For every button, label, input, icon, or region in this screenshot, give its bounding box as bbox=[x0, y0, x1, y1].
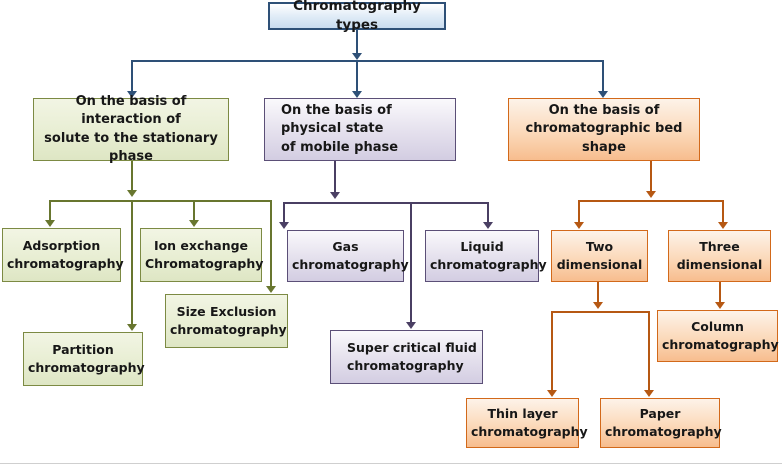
node-label: Chromatography types bbox=[293, 0, 421, 33]
edge-orange-bar bbox=[578, 200, 724, 202]
edge-orange-drop-two-dimensional bbox=[578, 200, 580, 226]
arrow-to-interaction bbox=[127, 91, 137, 98]
edge-root-bar bbox=[131, 60, 602, 62]
arrow-to-gas bbox=[279, 222, 289, 229]
node-label: Gas chromatography bbox=[292, 239, 409, 272]
arrow-to-column bbox=[715, 302, 725, 309]
node-label: Liquid chromatography bbox=[430, 239, 547, 272]
node-label: Partition chromatography bbox=[28, 342, 145, 375]
edge-root-stem bbox=[356, 30, 358, 56]
arrow-orange-stem bbox=[646, 191, 656, 198]
arrow-to-mobile-phase bbox=[352, 91, 362, 98]
edge-root-drop-middle bbox=[356, 60, 358, 95]
arrow-to-super-critical-fluid bbox=[406, 322, 416, 329]
edge-green-stem bbox=[131, 161, 133, 194]
edge-root-drop-left bbox=[131, 60, 133, 95]
node-column-chromatography[interactable]: Column chromatography bbox=[657, 310, 779, 362]
node-chromatography-types[interactable]: Chromatography types bbox=[268, 0, 446, 33]
arrow-to-size-exclusion bbox=[266, 286, 276, 293]
node-label: Column chromatography bbox=[662, 319, 779, 352]
edge-purple-bar bbox=[283, 202, 488, 204]
node-label: Size Exclusion chromatography bbox=[170, 304, 287, 337]
arrow-to-thin-layer bbox=[547, 390, 557, 397]
node-label: Super critical fluid chromatography bbox=[347, 340, 477, 373]
edge-drop-thin-layer bbox=[551, 311, 553, 394]
node-thin-layer-chromatography[interactable]: Thin layer chromatography bbox=[466, 398, 588, 448]
node-size-exclusion-chromatography[interactable]: Size Exclusion chromatography bbox=[165, 294, 288, 348]
node-label: Three dimensional bbox=[676, 239, 763, 272]
edge-green-drop-partition bbox=[131, 200, 133, 328]
node-adsorption-chromatography[interactable]: Adsorption chromatography bbox=[2, 228, 124, 282]
edge-orange-stem bbox=[650, 161, 652, 195]
node-label: On the basis of interaction of solute to… bbox=[44, 93, 218, 164]
edge-two-dimensional-bar bbox=[551, 311, 649, 313]
edge-two-dimensional-stem bbox=[597, 282, 599, 306]
edge-root-drop-right bbox=[602, 60, 604, 95]
node-two-dimensional[interactable]: Two dimensional bbox=[551, 230, 648, 282]
arrow-to-two-dimensional bbox=[574, 222, 584, 229]
arrow-green-stem bbox=[127, 190, 137, 197]
edge-purple-drop-liquid bbox=[487, 202, 489, 226]
node-label: Paper chromatography bbox=[605, 406, 722, 439]
edge-green-drop-ion-exchange bbox=[193, 200, 195, 224]
node-label: Ion exchange Chromatography bbox=[145, 238, 264, 271]
edge-green-bar bbox=[49, 200, 271, 202]
arrow-to-paper bbox=[644, 390, 654, 397]
edge-purple-drop-scf bbox=[410, 202, 412, 326]
node-basis-of-interaction[interactable]: On the basis of interaction of solute to… bbox=[33, 94, 229, 164]
arrow-to-liquid bbox=[483, 222, 493, 229]
node-label: Adsorption chromatography bbox=[7, 238, 124, 271]
edge-three-dimensional-to-column bbox=[719, 282, 721, 306]
arrow-two-dimensional-stem bbox=[593, 302, 603, 309]
arrow-to-partition bbox=[127, 324, 137, 331]
node-basis-of-bed-shape[interactable]: On the basis of chromatographic bed shap… bbox=[508, 98, 700, 161]
node-super-critical-fluid-chromatography[interactable]: Super critical fluid chromatography bbox=[330, 330, 483, 384]
node-partition-chromatography[interactable]: Partition chromatography bbox=[23, 332, 145, 386]
edge-drop-paper bbox=[648, 311, 650, 394]
node-paper-chromatography[interactable]: Paper chromatography bbox=[600, 398, 722, 448]
arrow-to-three-dimensional bbox=[718, 222, 728, 229]
node-label: On the basis of chromatographic bed shap… bbox=[525, 102, 683, 155]
edge-purple-drop-gas bbox=[283, 202, 285, 226]
node-three-dimensional[interactable]: Three dimensional bbox=[668, 230, 771, 282]
node-label: On the basis of physical state of mobile… bbox=[281, 102, 399, 155]
arrow-purple-stem bbox=[330, 192, 340, 199]
edge-green-drop-size-exclusion bbox=[270, 200, 272, 290]
node-ion-exchange-chromatography[interactable]: Ion exchange Chromatography bbox=[140, 228, 264, 282]
arrow-to-bed-shape bbox=[598, 91, 608, 98]
edge-green-drop-adsorption bbox=[49, 200, 51, 224]
node-gas-chromatography[interactable]: Gas chromatography bbox=[287, 230, 409, 282]
node-liquid-chromatography[interactable]: Liquid chromatography bbox=[425, 230, 547, 282]
edge-orange-drop-three-dimensional bbox=[722, 200, 724, 226]
arrow-to-ion-exchange bbox=[189, 220, 199, 227]
arrow-root-stem bbox=[352, 53, 362, 60]
node-label: Thin layer chromatography bbox=[471, 406, 588, 439]
edge-purple-stem bbox=[334, 161, 336, 196]
node-label: Two dimensional bbox=[556, 239, 643, 272]
arrow-to-adsorption bbox=[45, 220, 55, 227]
node-basis-of-physical-state[interactable]: On the basis of physical state of mobile… bbox=[264, 98, 456, 161]
